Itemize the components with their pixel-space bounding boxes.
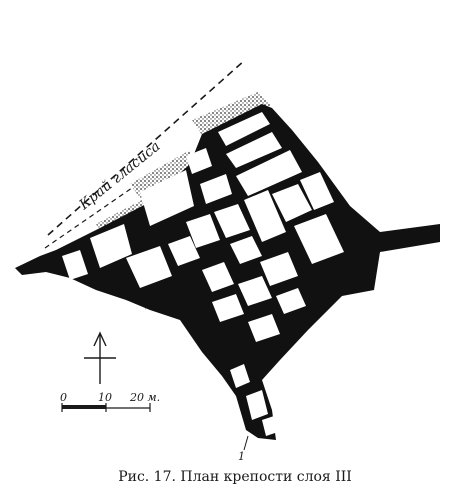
glacis-edge-lines [44,59,246,249]
room [276,288,306,314]
room [244,190,286,242]
scale-label-20: 20 м. [129,391,160,404]
room [90,224,132,268]
rooms [62,112,344,436]
room [230,236,262,264]
figure-caption: Рис. 17. План крепости слоя III [118,469,352,485]
room [186,148,212,174]
room [126,246,172,288]
room [168,236,200,266]
scale-label-0: 0 [60,391,67,404]
room [272,184,312,222]
room [214,204,250,238]
room [236,150,302,196]
room [202,262,234,292]
room [186,214,220,248]
room [260,252,298,286]
room [294,214,344,264]
entrance-marker-label: 1 [238,450,245,463]
scale-bar: 0 10 20 м. [60,391,160,412]
room [212,294,244,322]
room [246,390,268,420]
room [200,174,232,204]
north-arrow-icon [84,331,116,384]
room [62,250,88,280]
room [218,112,270,146]
room [226,132,282,168]
scale-label-10: 10 [98,391,112,404]
entrance-marker: 1 [238,435,249,463]
room [300,172,334,210]
room [238,276,272,306]
room [140,170,194,226]
room [230,364,250,388]
room [248,314,280,342]
room [262,416,278,436]
